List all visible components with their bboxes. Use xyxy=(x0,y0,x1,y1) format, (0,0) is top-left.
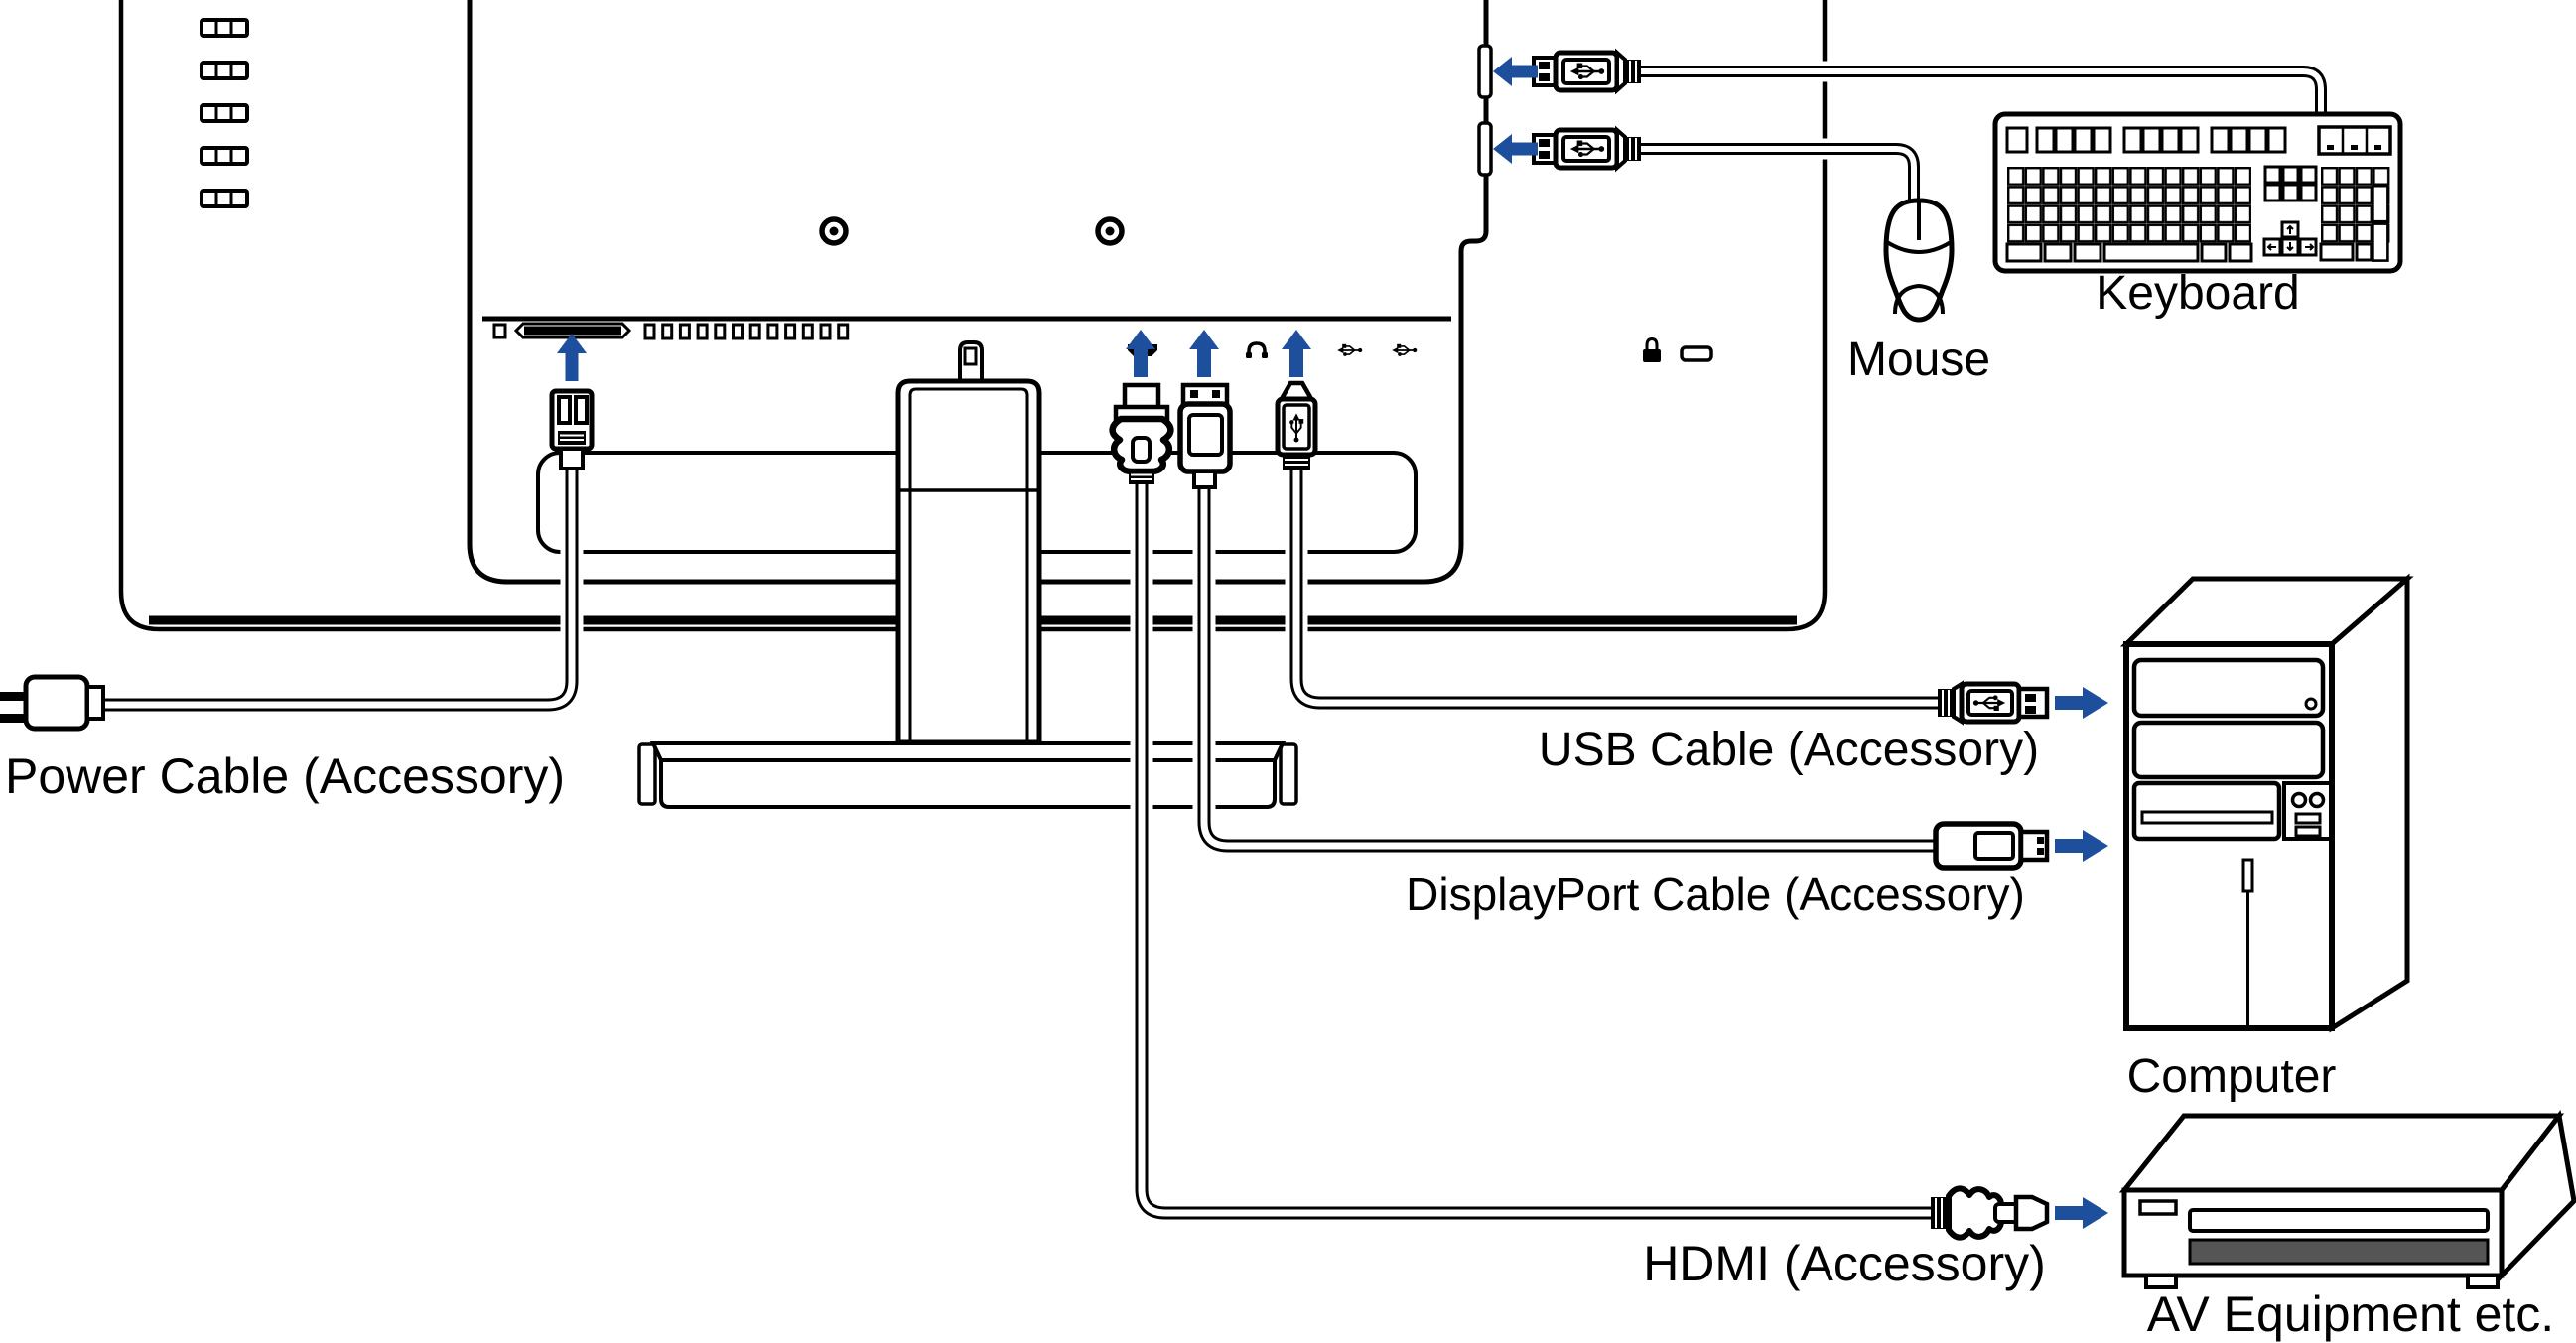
plug-prong xyxy=(0,714,30,723)
mouse-button-line xyxy=(1885,240,1953,254)
control-button xyxy=(200,146,249,166)
label-usb-cable: USB Cable (Accessory) xyxy=(1539,724,2039,776)
space-key xyxy=(2102,242,2200,263)
case-latch xyxy=(2241,858,2254,893)
usb-b-plug xyxy=(1275,380,1318,470)
right-arrow-usb-icon xyxy=(2055,687,2108,719)
av-power-button xyxy=(2138,1199,2178,1216)
monitor-control-buttons xyxy=(200,18,249,208)
usb-a-plug-keyboard xyxy=(1532,48,1641,95)
mouse-palm-line xyxy=(1893,283,1945,315)
up-arrow-displayport-icon xyxy=(1189,330,1219,377)
reset-button xyxy=(2308,791,2326,809)
side-usb-port xyxy=(1477,44,1493,99)
up-arrow-usb-icon xyxy=(1282,330,1311,377)
drive-bay xyxy=(2131,720,2326,780)
label-keyboard: Keyboard xyxy=(2096,267,2299,320)
cables xyxy=(99,61,2332,1225)
hdmi-plug xyxy=(1109,382,1174,484)
av-display-window xyxy=(2188,1238,2490,1266)
stand-hook-tab xyxy=(958,340,984,382)
esc-key xyxy=(2005,126,2029,154)
control-button xyxy=(200,18,249,38)
mouse-cable-line xyxy=(1638,138,1925,204)
control-button xyxy=(200,103,249,123)
power-cable-line xyxy=(99,467,584,717)
insert-arrows xyxy=(557,57,2108,1229)
numpad xyxy=(2319,167,2390,262)
screw-hole xyxy=(819,216,849,246)
function-keys xyxy=(2035,126,2287,154)
right-arrow-hdmi-icon xyxy=(2055,1197,2108,1229)
computer-tower xyxy=(2119,573,2414,1033)
up-arrow-power-icon xyxy=(557,334,587,381)
label-displayport-cable: DisplayPort Cable (Accessory) xyxy=(1406,869,2025,920)
keyboard-illustration xyxy=(1992,111,2403,274)
av-foot xyxy=(2144,1274,2178,1289)
bottom-key-row xyxy=(2005,242,2253,263)
hdmi-cable-line xyxy=(1130,481,1936,1225)
plug-prong xyxy=(0,692,30,701)
usb-a-plug-computer xyxy=(1938,680,2050,726)
keyboard-cable-line xyxy=(1638,61,2332,119)
monitor-stand xyxy=(637,340,1298,809)
kensington-slot xyxy=(1680,345,1713,362)
control-button xyxy=(200,189,249,208)
stand-base xyxy=(637,741,1298,809)
screw-hole xyxy=(1095,216,1125,246)
stand-column xyxy=(895,378,1042,745)
power-connector xyxy=(549,388,595,470)
left-arrow-usb-mouse-icon xyxy=(1493,134,1538,164)
power-wall-plug xyxy=(0,674,105,732)
label-power-cable: Power Cable (Accessory) xyxy=(5,748,565,804)
av-equipment-box xyxy=(2118,1109,2576,1289)
vent-slats xyxy=(643,323,850,340)
displayport-cable-line xyxy=(1192,481,1938,858)
av-foot xyxy=(2466,1274,2500,1289)
displayport-plug-computer xyxy=(1933,821,2050,871)
drive-led xyxy=(2304,697,2318,711)
kensington-lock-icon xyxy=(1643,336,1661,362)
displayport-plug xyxy=(1177,382,1233,489)
left-arrow-usb-keyboard-icon xyxy=(1493,57,1538,86)
power-inlet-port xyxy=(492,322,632,339)
usb-cable-line xyxy=(1285,467,1940,715)
label-hdmi-cable: HDMI (Accessory) xyxy=(1643,1236,2046,1291)
drive-bay xyxy=(2131,657,2326,719)
side-usb-port xyxy=(1477,121,1493,177)
label-av-equipment: AV Equipment etc. xyxy=(2147,1286,2554,1342)
hdmi-plug-av xyxy=(1931,1185,2050,1241)
right-arrow-displayport-icon xyxy=(2055,830,2108,862)
stand-column-inner-line xyxy=(908,387,1029,742)
indicator-panel xyxy=(2317,125,2392,156)
av-top-face xyxy=(2118,1113,2565,1193)
control-button xyxy=(200,61,249,80)
mouse-illustration xyxy=(1883,198,1955,323)
up-arrow-hdmi-icon xyxy=(1126,330,1155,377)
label-mouse: Mouse xyxy=(1847,334,1990,386)
tower-side-face xyxy=(2329,573,2410,1033)
nav-keys xyxy=(2263,165,2318,202)
usb-a-plug-mouse xyxy=(1532,125,1641,173)
label-computer: Computer xyxy=(2127,1050,2337,1103)
main-key-block xyxy=(2007,167,2251,243)
power-button xyxy=(2290,791,2308,809)
arrow-keys xyxy=(2262,220,2318,257)
floppy-slot xyxy=(2140,810,2274,825)
headphone-jack-icon xyxy=(1246,341,1268,358)
av-disc-tray xyxy=(2188,1208,2490,1233)
